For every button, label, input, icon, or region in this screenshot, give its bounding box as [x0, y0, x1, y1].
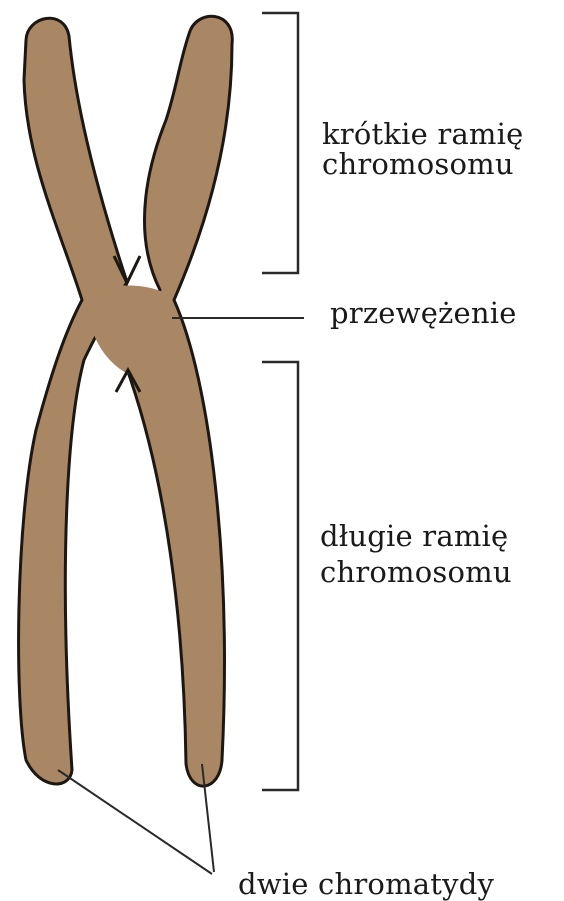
long-arm-bracket [262, 362, 298, 790]
long-arm-label-line1: długie ramię [320, 520, 508, 552]
left-chromatid [19, 18, 127, 784]
chromatid-pointer-left [58, 770, 212, 874]
chromatids-label: dwie chromatydy [238, 868, 494, 900]
short-arm-label-line1: krótkie ramię [322, 118, 523, 150]
short-arm-bracket [262, 13, 298, 273]
right-chromatid [128, 16, 232, 786]
short-arm-label-line2: chromosomu [322, 148, 514, 180]
long-arm-label-line2: chromosomu [320, 556, 512, 588]
constriction-label: przewężenie [330, 297, 517, 329]
